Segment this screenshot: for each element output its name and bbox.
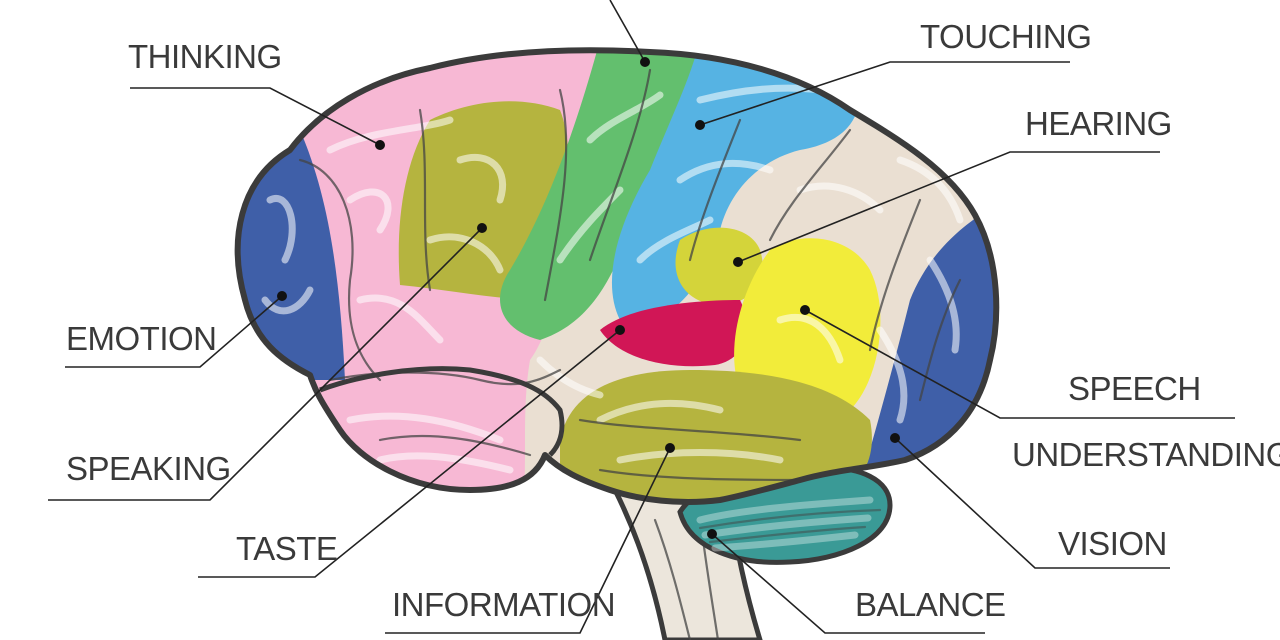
label-taste: TASTE — [236, 530, 337, 567]
label-speech: SPEECH — [1068, 370, 1201, 407]
label-speaking: SPEAKING — [66, 450, 231, 487]
dot-hearing — [733, 257, 743, 267]
dot-taste — [615, 325, 625, 335]
pointer-dots — [277, 57, 900, 539]
label-touching: TOUCHING — [920, 18, 1091, 55]
dot-information — [665, 443, 675, 453]
label-vision: VISION — [1058, 525, 1167, 562]
gyri-texture — [261, 68, 964, 482]
dot-vision — [890, 433, 900, 443]
labels: THINKING TOUCHING HEARING EMOTION SPEAKI… — [66, 18, 1280, 623]
dot-emotion — [277, 291, 287, 301]
lateral-fissure — [319, 366, 565, 457]
dot-touching — [695, 120, 705, 130]
label-hearing: HEARING — [1025, 105, 1172, 142]
label-emotion: EMOTION — [66, 320, 217, 357]
dot-speech-understanding — [800, 305, 810, 315]
label-understanding: UNDERSTANDING — [1012, 436, 1280, 473]
dot-balance — [707, 529, 717, 539]
label-thinking: THINKING — [128, 38, 282, 75]
leader-lines — [48, 0, 1235, 634]
dot-top — [640, 57, 650, 67]
label-balance: BALANCE — [855, 586, 1006, 623]
dot-speaking — [477, 223, 487, 233]
dot-thinking — [375, 140, 385, 150]
label-information: INFORMATION — [392, 586, 615, 623]
